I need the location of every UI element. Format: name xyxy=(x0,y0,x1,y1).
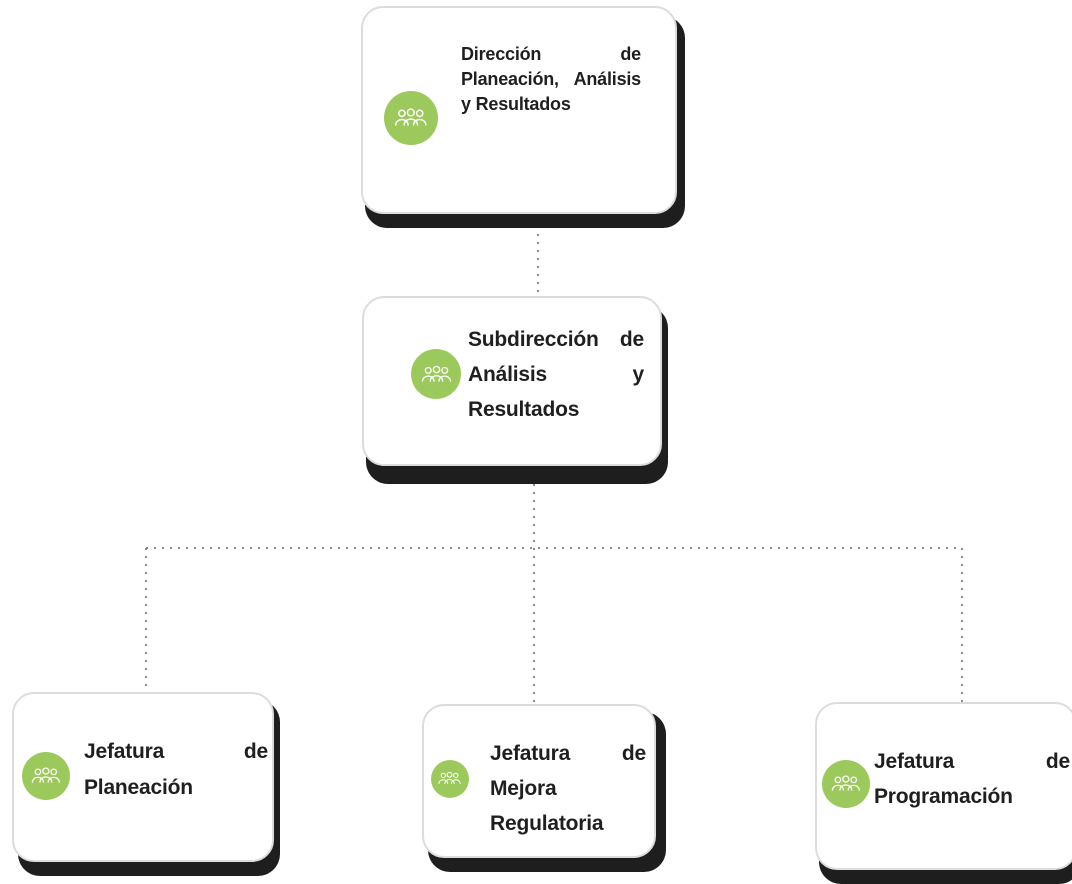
group-icon xyxy=(22,752,70,800)
group-icon xyxy=(822,760,870,808)
node-label: Jefatura de Planeación xyxy=(84,740,268,799)
node-card: Jefatura de Mejora Regulatoria xyxy=(422,704,656,858)
node-label: Jefatura de Mejora Regulatoria xyxy=(490,742,646,835)
node-card: Jefatura de Programación xyxy=(815,702,1072,870)
node-card: Subdirección de Análisis y Resultados xyxy=(362,296,662,466)
node-label: Subdirección de Análisis y Resultados xyxy=(468,328,644,421)
group-icon xyxy=(431,760,469,798)
group-icon xyxy=(411,349,461,399)
node-card: Jefatura de Planeación xyxy=(12,692,274,862)
node-card: Dirección de Planeación, Análisis y Resu… xyxy=(361,6,677,214)
node-label: Jefatura de Programación xyxy=(874,750,1070,808)
group-icon xyxy=(384,91,438,145)
node-label: Dirección de Planeación, Análisis y Resu… xyxy=(461,44,641,114)
